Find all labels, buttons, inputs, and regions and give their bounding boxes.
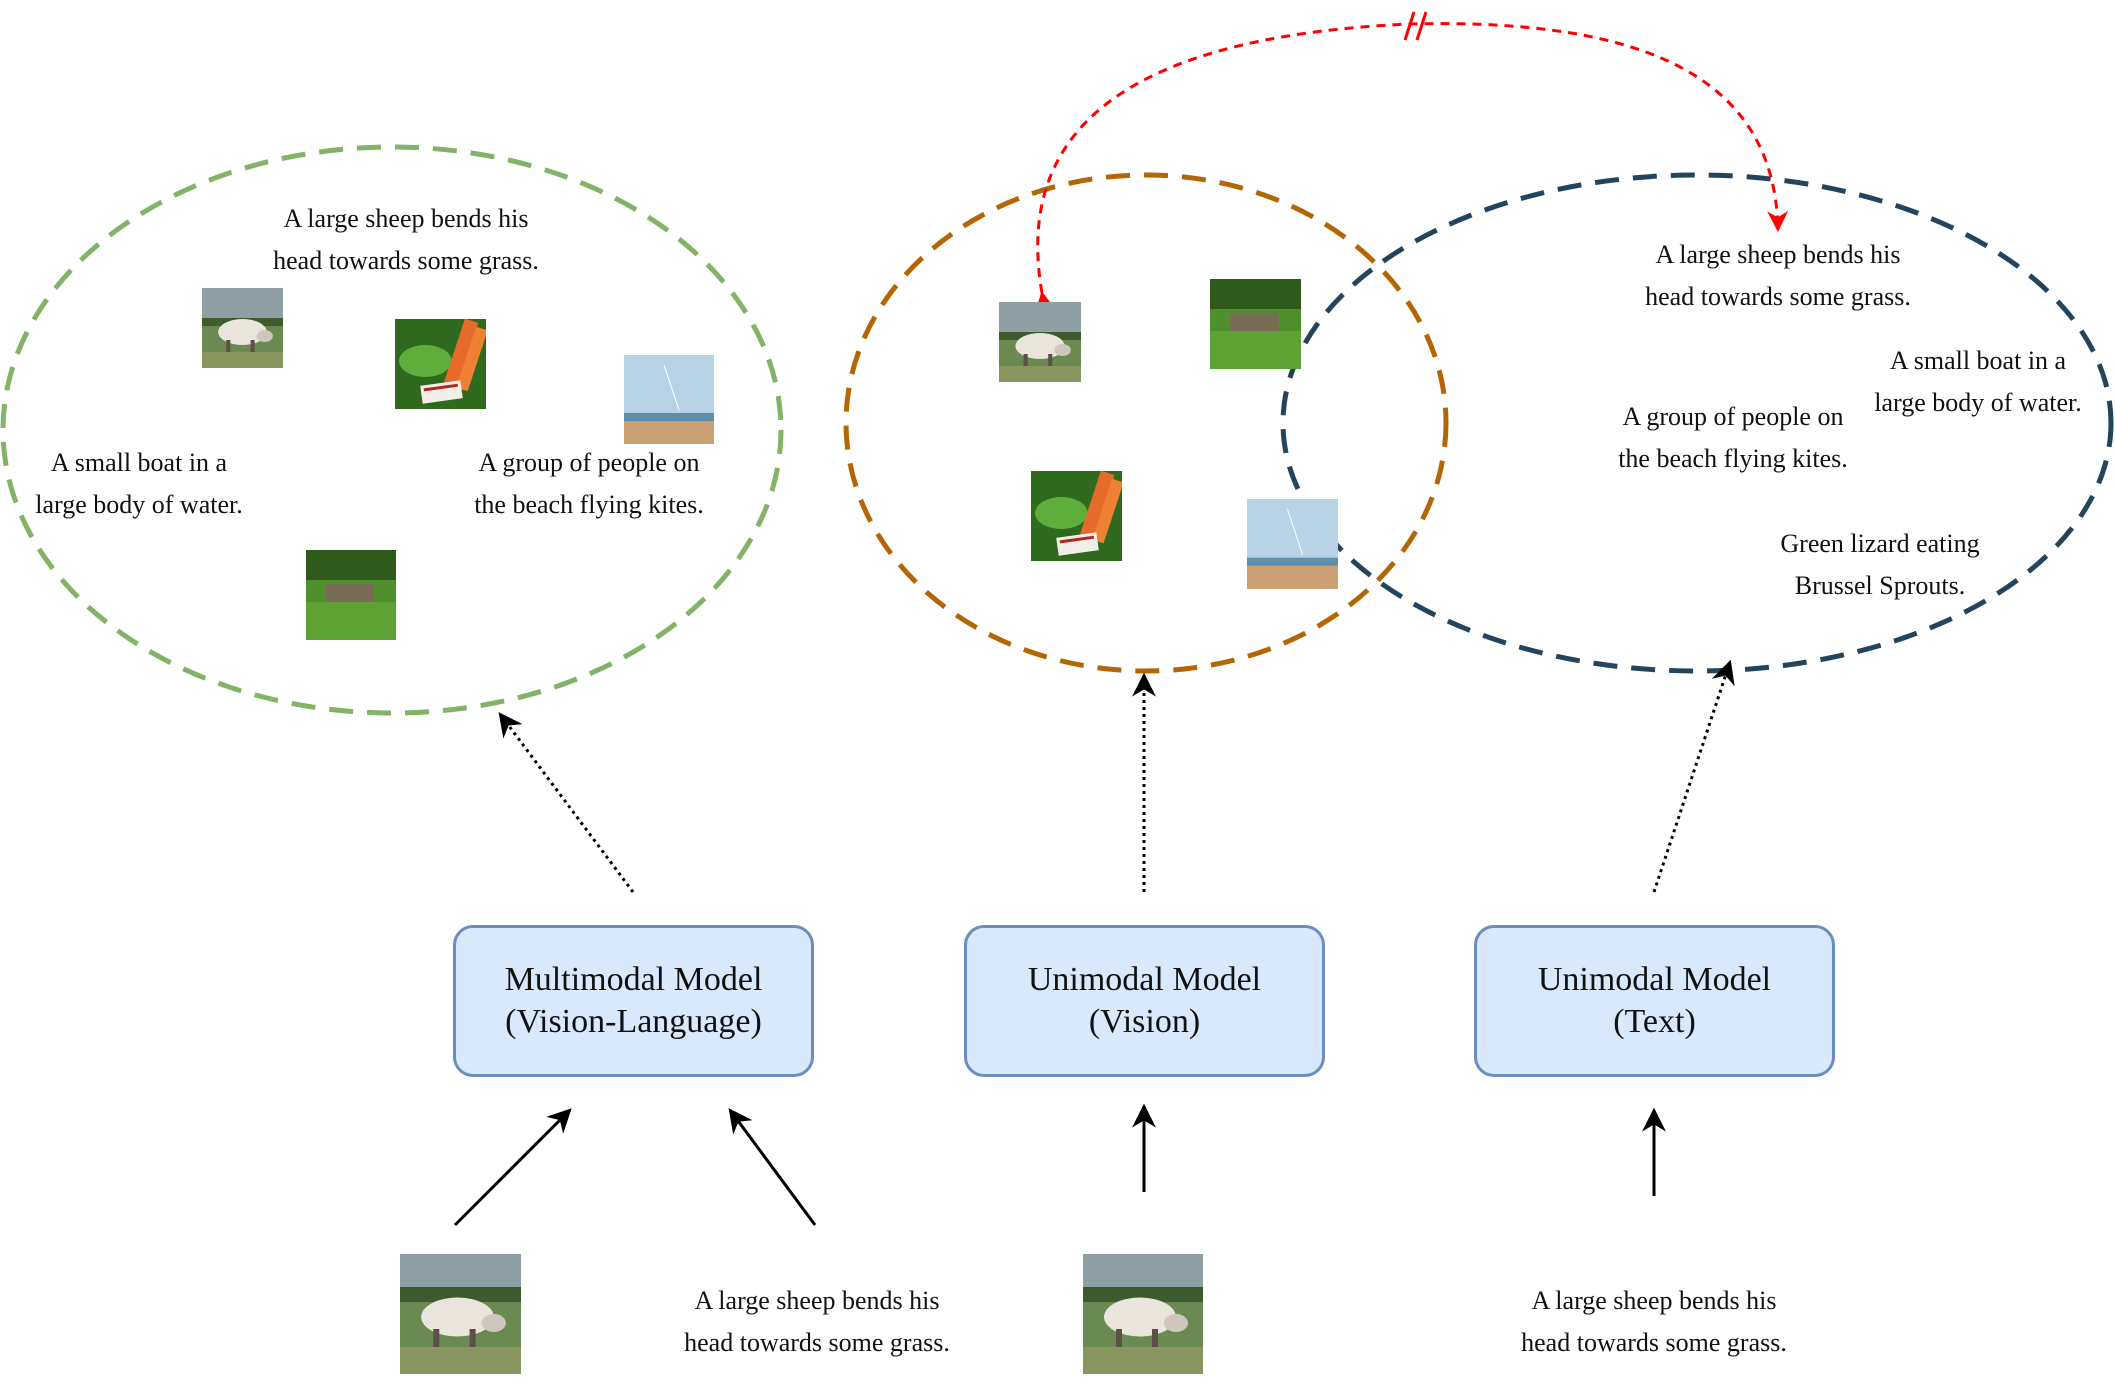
caption-line: A large sheep bends his — [283, 204, 529, 233]
caption-line: head towards some grass. — [684, 1328, 950, 1357]
caption-line: A group of people on — [1622, 402, 1844, 431]
sheep-input-image — [1083, 1254, 1203, 1374]
caption-line: A large sheep bends his — [1655, 240, 1901, 269]
beach-image — [1247, 499, 1338, 589]
caption-line: A small boat in a — [1889, 346, 2067, 375]
caption-boat: A small boat in a large body of water. — [1874, 340, 2081, 424]
caption-sheep: A large sheep bends his head towards som… — [1645, 234, 1911, 318]
boat-image — [306, 550, 396, 640]
sheep-image — [999, 302, 1081, 382]
caption-line: Green lizard eating — [1780, 529, 1980, 558]
caption-line: the beach flying kites. — [474, 490, 704, 519]
model-subtitle: (Vision) — [1088, 1003, 1201, 1040]
caption-lizard: Green lizard eating Brussel Sprouts. — [1780, 523, 1979, 607]
sheep-input-caption: A large sheep bends his head towards som… — [1521, 1280, 1787, 1364]
caption-line: the beach flying kites. — [1618, 444, 1848, 473]
break-mark-2 — [1415, 11, 1428, 41]
multimodal-embedding-space — [0, 144, 784, 716]
caption-line: large body of water. — [1874, 388, 2082, 417]
image-input-arrow — [453, 1108, 572, 1227]
sheep-image — [202, 288, 283, 368]
model-title: Multimodal Model — [504, 961, 763, 998]
text-projection-arrow — [1652, 659, 1735, 893]
caption-kites: A group of people on the beach flying ki… — [1618, 396, 1848, 480]
model-subtitle: (Vision-Language) — [505, 1003, 762, 1040]
text-embedding-space — [1280, 172, 2114, 674]
caption-line: head towards some grass. — [1521, 1328, 1787, 1357]
caption-kites: A group of people on the beach flying ki… — [474, 442, 704, 526]
beach-image — [624, 355, 714, 444]
text-input-arrow — [728, 1108, 817, 1226]
caption-line: A group of people on — [478, 448, 700, 477]
caption-line: head towards some grass. — [273, 246, 539, 275]
model-title: Unimodal Model — [1027, 961, 1262, 998]
caption-line: head towards some grass. — [1645, 282, 1911, 311]
lizard-image — [1031, 471, 1122, 561]
caption-line: A large sheep bends his — [694, 1286, 940, 1315]
sheep-input-image — [400, 1254, 521, 1374]
caption-line: Brussel Sprouts. — [1794, 571, 1966, 600]
vision-embedding-space — [843, 172, 1449, 674]
multimodal-model-box: Multimodal Model (Vision-Language) — [453, 925, 814, 1077]
unimodal-text-model-box: Unimodal Model (Text) — [1474, 925, 1835, 1077]
unimodal-vision-model-box: Unimodal Model (Vision) — [964, 925, 1325, 1077]
caption-line: A large sheep bends his — [1531, 1286, 1777, 1315]
caption-line: large body of water. — [35, 490, 243, 519]
break-mark-1 — [1403, 11, 1416, 41]
model-subtitle: (Text) — [1613, 1003, 1696, 1040]
boat-image — [1210, 279, 1301, 369]
model-title: Unimodal Model — [1537, 961, 1772, 998]
sheep-input-caption: A large sheep bends his head towards som… — [684, 1280, 950, 1364]
caption-line: A small boat in a — [50, 448, 228, 477]
caption-sheep: A large sheep bends his head towards som… — [273, 198, 539, 282]
lizard-image — [395, 319, 486, 409]
multimodal-projection-arrow — [498, 712, 635, 893]
caption-boat: A small boat in a large body of water. — [35, 442, 242, 526]
